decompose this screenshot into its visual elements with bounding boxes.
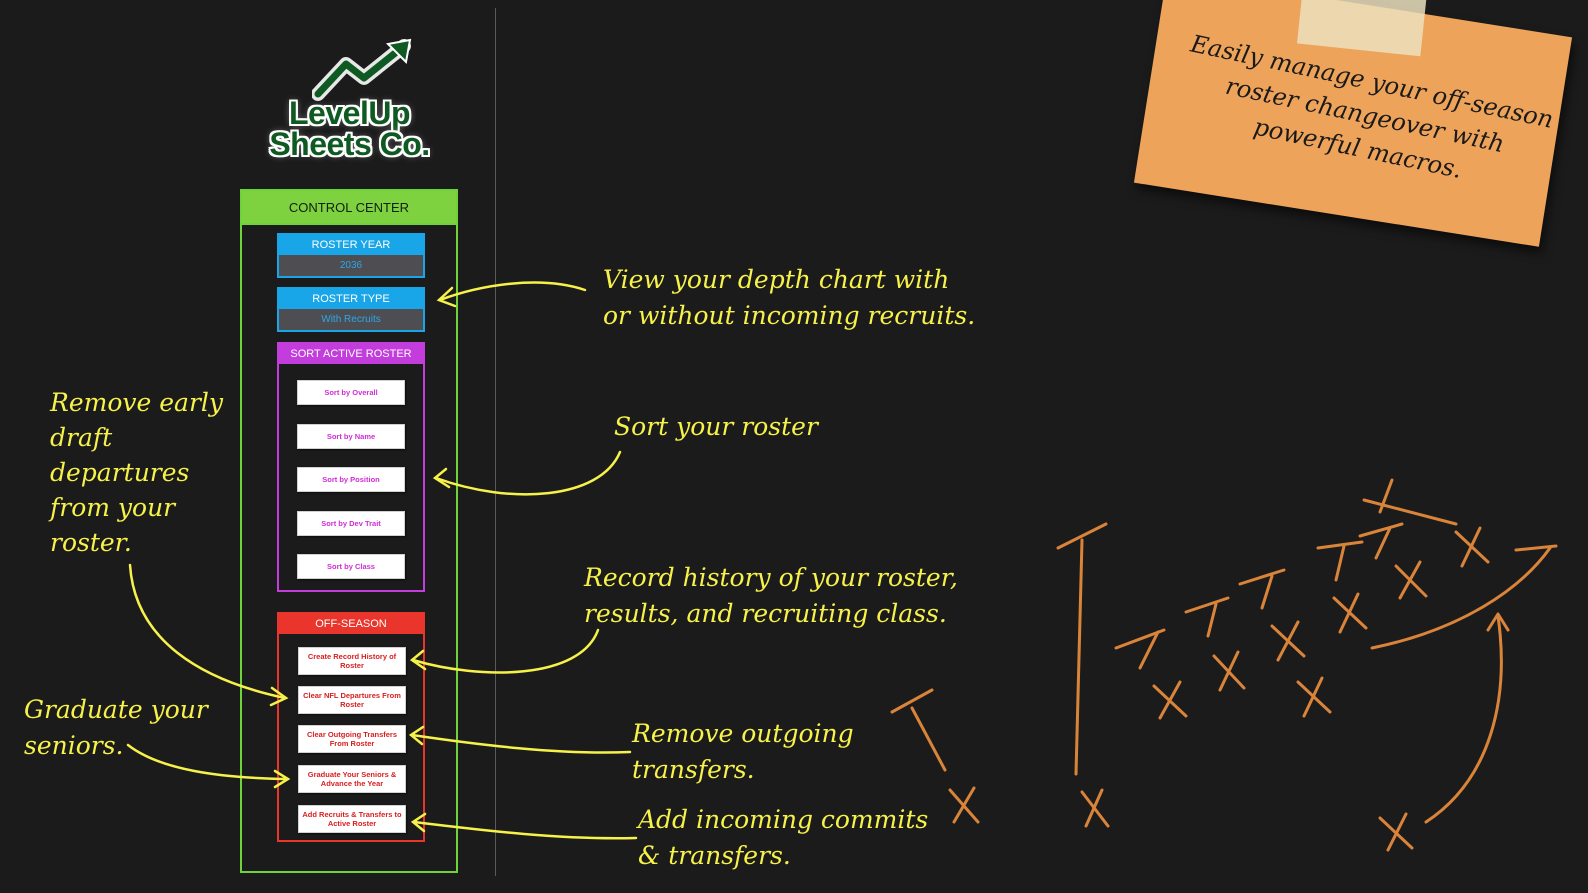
annotation-depth-chart-line-1: View your depth chart with — [603, 265, 950, 294]
annotation-graduate-line-1: Graduate your — [24, 695, 208, 724]
player-x — [1296, 676, 1332, 718]
roster-type-select[interactable]: With Recruits — [279, 309, 423, 330]
route-t-4 — [1316, 540, 1364, 582]
annotation-record-line-1: Record history of your roster, — [584, 563, 958, 592]
arrow-incoming — [412, 820, 638, 840]
annotation-incoming-line-2: & transfers. — [638, 841, 791, 870]
sort-section-title: SORT ACTIVE ROSTER — [279, 344, 423, 364]
route-curve — [1370, 544, 1558, 650]
annotation-incoming: Add incoming commits & transfers. — [638, 802, 928, 874]
annotation-draft-line-3: departures — [50, 458, 190, 487]
control-center-title: CONTROL CENTER — [242, 191, 456, 225]
route-t-5 — [1358, 522, 1404, 560]
arrow-graduate — [126, 743, 289, 781]
annotation-outgoing: Remove outgoing transfers. — [632, 716, 854, 788]
player-x — [1152, 680, 1188, 720]
arrow-record-head — [409, 649, 427, 671]
annotation-graduate: Graduate your seniors. — [24, 692, 208, 764]
off-season-box: OFF-SEASON Create Record History of Rost… — [277, 612, 425, 842]
player-x — [1332, 592, 1368, 634]
annotation-incoming-line-1: Add incoming commits — [638, 805, 929, 834]
annotation-graduate-line-2: seniors. — [24, 731, 124, 760]
arrow-record — [411, 628, 600, 674]
roster-type-box: ROSTER TYPE With Recruits — [277, 287, 425, 332]
arrow-draft-head — [269, 686, 289, 707]
player-x — [1378, 812, 1414, 852]
route-long-upfield — [1056, 522, 1108, 776]
route-t-6 — [1362, 478, 1458, 526]
arrow-sort — [434, 450, 622, 496]
player-x — [948, 786, 980, 824]
arrow-graduate-head — [273, 769, 291, 789]
roster-year-select[interactable]: 2036 — [279, 255, 423, 276]
route-t-left — [890, 688, 947, 772]
player-x — [1394, 560, 1428, 600]
player-x — [1080, 788, 1110, 828]
arrow-outgoing-head — [408, 725, 425, 746]
sort-active-roster-box: SORT ACTIVE ROSTER Sort by Overall Sort … — [277, 342, 425, 592]
player-x — [1454, 526, 1490, 568]
off-season-title: OFF-SEASON — [279, 614, 423, 634]
trend-arrow-icon — [312, 38, 412, 101]
route-t-2 — [1184, 596, 1230, 638]
annotation-draft-line-5: roster. — [50, 528, 132, 557]
annotation-depth-chart-line-2: or without incoming recruits. — [603, 301, 976, 330]
route-t-1 — [1114, 628, 1166, 670]
add-recruits-transfers-button[interactable]: Add Recruits & Transfers to Active Roste… — [298, 805, 406, 833]
arrow-roster-type-head — [436, 286, 457, 308]
roster-year-label: ROSTER YEAR — [311, 239, 391, 251]
sort-by-name-button[interactable]: Sort by Name — [297, 424, 405, 449]
sort-by-dev-trait-button[interactable]: Sort by Dev Trait — [297, 511, 405, 536]
arrow-outgoing — [410, 733, 632, 754]
roster-year-box: ROSTER YEAR 2036 — [277, 233, 425, 278]
roster-type-label: ROSTER TYPE — [312, 293, 390, 305]
annotation-record-line-2: results, and recruiting class. — [584, 599, 947, 628]
control-center-panel: CONTROL CENTER ROSTER YEAR 2036 ROSTER T… — [240, 189, 458, 873]
annotation-sort-line-1: Sort your roster — [614, 412, 818, 441]
annotation-draft-line-4: from your — [50, 493, 176, 522]
route-up-arrow — [1424, 612, 1510, 824]
player-x — [1270, 620, 1306, 662]
annotation-draft-line-2: draft — [50, 423, 113, 452]
create-record-history-button[interactable]: Create Record History of Roster — [298, 647, 406, 675]
sort-by-class-button[interactable]: Sort by Class — [297, 554, 405, 579]
player-x — [1212, 650, 1246, 692]
arrow-draft — [128, 563, 287, 700]
logo-wordmark: LevelUp Sheets Co. — [252, 95, 447, 162]
annotation-depth-chart: View your depth chart with or without in… — [603, 262, 975, 334]
logo-line-2: Sheets Co. — [269, 126, 430, 162]
levelup-logo: LevelUp Sheets Co. — [252, 38, 447, 168]
annotation-draft: Remove early draft departures from your … — [50, 385, 223, 560]
clear-outgoing-transfers-button[interactable]: Clear Outgoing Transfers From Roster — [298, 725, 406, 753]
arrow-sort-head — [432, 467, 451, 489]
arrow-incoming-head — [410, 812, 427, 833]
annotation-outgoing-line-2: transfers. — [632, 755, 755, 784]
annotation-record: Record history of your roster, results, … — [584, 560, 958, 632]
annotation-draft-line-1: Remove early — [50, 388, 224, 417]
vertical-divider — [495, 8, 496, 876]
annotation-sort: Sort your roster — [614, 409, 818, 445]
graduate-seniors-button[interactable]: Graduate Your Seniors & Advance the Year — [298, 765, 406, 793]
clear-nfl-departures-button[interactable]: Clear NFL Departures From Roster — [298, 686, 406, 714]
sort-by-overall-button[interactable]: Sort by Overall — [297, 380, 405, 405]
annotation-outgoing-line-1: Remove outgoing — [632, 719, 854, 748]
sort-by-position-button[interactable]: Sort by Position — [297, 467, 405, 492]
logo-line-1: LevelUp — [289, 95, 410, 131]
route-t-3 — [1238, 568, 1286, 610]
arrow-roster-type — [438, 281, 587, 302]
